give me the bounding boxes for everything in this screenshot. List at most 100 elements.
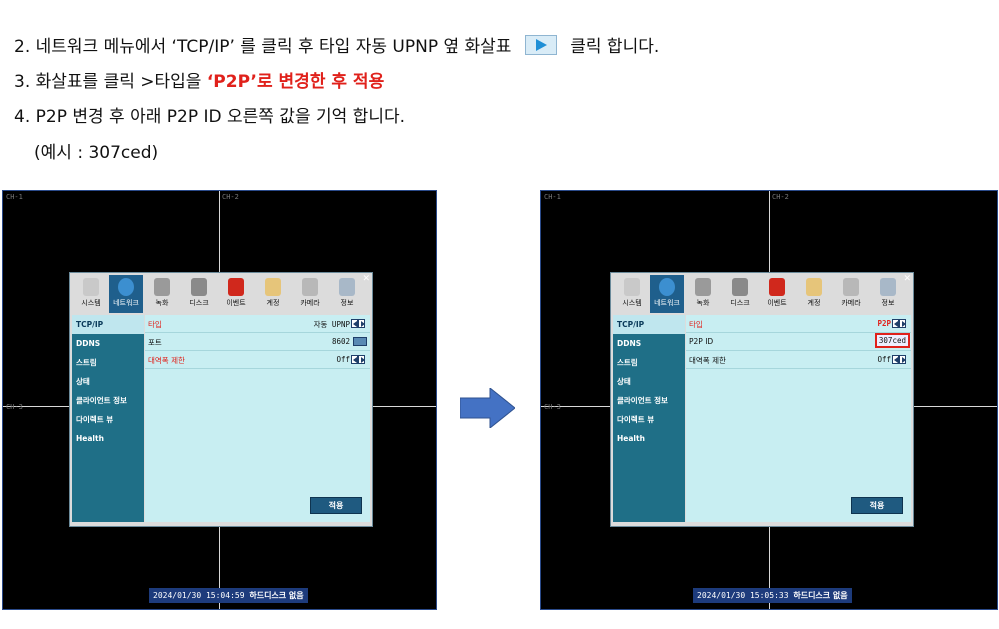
menu-disk[interactable]: 디스크 bbox=[723, 275, 757, 313]
setting-row-bandwidth: 대역폭 제한 Off bbox=[145, 351, 370, 369]
menu-network[interactable]: 네트워크 bbox=[109, 275, 143, 313]
status-time: 2024/01/30 15:05:33 bbox=[697, 591, 789, 600]
channel-label: CH-1 bbox=[544, 193, 561, 201]
channel-label: CH-1 bbox=[6, 193, 23, 201]
menu-label: 계정 bbox=[807, 299, 821, 307]
info-icon bbox=[880, 278, 896, 296]
keyboard-icon[interactable] bbox=[353, 337, 367, 346]
close-icon[interactable]: ✕ bbox=[362, 274, 370, 284]
instruction-example: (예시 : 307ced) bbox=[34, 143, 159, 163]
menu-record[interactable]: 녹화 bbox=[145, 275, 179, 313]
setting-label: 포트 bbox=[148, 338, 162, 347]
account-icon bbox=[806, 278, 822, 296]
setting-row-p2p-id: P2P ID 307ced bbox=[686, 333, 911, 351]
menu-label: 네트워크 bbox=[113, 299, 139, 307]
disk-icon bbox=[732, 278, 748, 296]
menu-network[interactable]: 네트워크 bbox=[650, 275, 684, 313]
menu-event[interactable]: 이벤트 bbox=[219, 275, 253, 313]
setting-row-type: 타입 P2P bbox=[686, 315, 911, 333]
menu-label: 디스크 bbox=[730, 299, 750, 307]
channel-label: CH-3 bbox=[544, 403, 561, 411]
menu-info[interactable]: 정보 bbox=[871, 275, 905, 313]
menu-account[interactable]: 계정 bbox=[797, 275, 831, 313]
channel-label: CH-2 bbox=[772, 193, 789, 201]
apply-button[interactable]: 적용 bbox=[310, 497, 362, 514]
sidebar-item-health[interactable]: Health bbox=[76, 434, 104, 443]
menu-system[interactable]: 시스템 bbox=[74, 275, 108, 313]
record-icon bbox=[695, 278, 711, 296]
settings-sidebar: TCP/IP DDNS 스트림 상태 클라이언트 정보 다이렉트 뷰 Healt… bbox=[72, 315, 144, 522]
arrow-right-icon[interactable] bbox=[358, 319, 365, 328]
setting-label: 대역폭 제한 bbox=[689, 356, 726, 365]
sidebar-item-client-info[interactable]: 클라이언트 정보 bbox=[76, 396, 127, 405]
port-field[interactable]: 8602 bbox=[331, 337, 350, 346]
menu-label: 계정 bbox=[266, 299, 280, 307]
account-icon bbox=[265, 278, 281, 296]
menu-record[interactable]: 녹화 bbox=[686, 275, 720, 313]
setting-label: 타입 bbox=[689, 320, 703, 329]
channel-label: CH-2 bbox=[222, 193, 239, 201]
sidebar-item-health[interactable]: Health bbox=[617, 434, 645, 443]
menu-event[interactable]: 이벤트 bbox=[760, 275, 794, 313]
type-selector bbox=[892, 319, 908, 328]
menu-info[interactable]: 정보 bbox=[330, 275, 364, 313]
instruction-step-4: 4. P2P 변경 후 아래 P2P ID 오른쪽 값을 기억 합니다. bbox=[14, 107, 406, 127]
instruction-step-3: 3. 화살표를 클릭 >타입을 ‘P2P’로 변경한 후 적용 bbox=[14, 71, 384, 93]
menu-label: 녹화 bbox=[696, 299, 710, 307]
arrow-left-icon[interactable] bbox=[351, 355, 358, 364]
camera-icon bbox=[843, 278, 859, 296]
instruction-highlight: ‘P2P’로 변경한 후 적용 bbox=[206, 72, 385, 92]
menu-label: 네트워크 bbox=[654, 299, 680, 307]
sidebar-item-direct-view[interactable]: 다이렉트 뷰 bbox=[617, 415, 655, 424]
arrow-right-icon[interactable] bbox=[358, 355, 365, 364]
status-message: 하드디스크 없음 bbox=[793, 591, 848, 600]
arrow-left-icon[interactable] bbox=[892, 355, 899, 364]
menu-label: 정보 bbox=[340, 299, 354, 307]
network-settings-dialog: ✕ 시스템 네트워크 녹화 디스크 이벤트 계정 카메라 정보 TCP/IP D… bbox=[69, 272, 373, 527]
sidebar-item-tcpip[interactable]: TCP/IP bbox=[613, 315, 685, 334]
instruction-text: 2. 네트워크 메뉴에서 ‘TCP/IP’ 를 클릭 후 타입 자동 UPNP … bbox=[14, 37, 512, 57]
bandwidth-selector bbox=[351, 355, 367, 364]
status-bar: 2024/01/30 15:05:33 하드디스크 없음 bbox=[693, 588, 852, 603]
sidebar-item-ddns[interactable]: DDNS bbox=[76, 339, 101, 348]
setting-value: Off bbox=[877, 355, 891, 364]
setting-value: Off bbox=[336, 355, 350, 364]
sidebar-item-stream[interactable]: 스트림 bbox=[617, 358, 638, 367]
network-settings-dialog: ✕ 시스템 네트워크 녹화 디스크 이벤트 계정 카메라 정보 TCP/IP D… bbox=[610, 272, 914, 527]
network-globe-icon bbox=[118, 278, 134, 296]
apply-button[interactable]: 적용 bbox=[851, 497, 903, 514]
menu-account[interactable]: 계정 bbox=[256, 275, 290, 313]
sidebar-item-client-info[interactable]: 클라이언트 정보 bbox=[617, 396, 668, 405]
dvr-screen-after: CH-1 CH-2 CH-3 ✕ 시스템 네트워크 녹화 디스크 이벤트 계정 … bbox=[540, 190, 998, 610]
menu-label: 이벤트 bbox=[767, 299, 787, 307]
sidebar-item-stream[interactable]: 스트림 bbox=[76, 358, 97, 367]
menu-camera[interactable]: 카메라 bbox=[834, 275, 868, 313]
menu-label: 녹화 bbox=[155, 299, 169, 307]
sidebar-item-tcpip[interactable]: TCP/IP bbox=[72, 315, 144, 334]
instruction-text: 3. 화살표를 클릭 >타입을 bbox=[14, 72, 202, 92]
sidebar-item-direct-view[interactable]: 다이렉트 뷰 bbox=[76, 415, 114, 424]
arrow-right-icon[interactable] bbox=[899, 319, 906, 328]
next-step-arrow-icon bbox=[460, 388, 515, 428]
disk-icon bbox=[191, 278, 207, 296]
menu-label: 정보 bbox=[881, 299, 895, 307]
arrow-left-icon[interactable] bbox=[351, 319, 358, 328]
arrow-right-icon[interactable] bbox=[899, 355, 906, 364]
event-alarm-icon bbox=[228, 278, 244, 296]
arrow-left-icon[interactable] bbox=[892, 319, 899, 328]
info-icon bbox=[339, 278, 355, 296]
menu-label: 이벤트 bbox=[226, 299, 246, 307]
sidebar-item-ddns[interactable]: DDNS bbox=[617, 339, 642, 348]
p2p-id-value: 307ced bbox=[874, 333, 910, 348]
menu-disk[interactable]: 디스크 bbox=[182, 275, 216, 313]
close-icon[interactable]: ✕ bbox=[903, 274, 911, 284]
setting-value: P2P bbox=[877, 319, 891, 328]
menu-camera[interactable]: 카메라 bbox=[293, 275, 327, 313]
menu-system[interactable]: 시스템 bbox=[615, 275, 649, 313]
setting-row-type: 타입 자동 UPNP bbox=[145, 315, 370, 333]
sidebar-item-status[interactable]: 상태 bbox=[76, 377, 90, 386]
status-bar: 2024/01/30 15:04:59 하드디스크 없음 bbox=[149, 588, 308, 603]
setting-label: P2P ID bbox=[689, 337, 714, 346]
status-time: 2024/01/30 15:04:59 bbox=[153, 591, 245, 600]
sidebar-item-status[interactable]: 상태 bbox=[617, 377, 631, 386]
